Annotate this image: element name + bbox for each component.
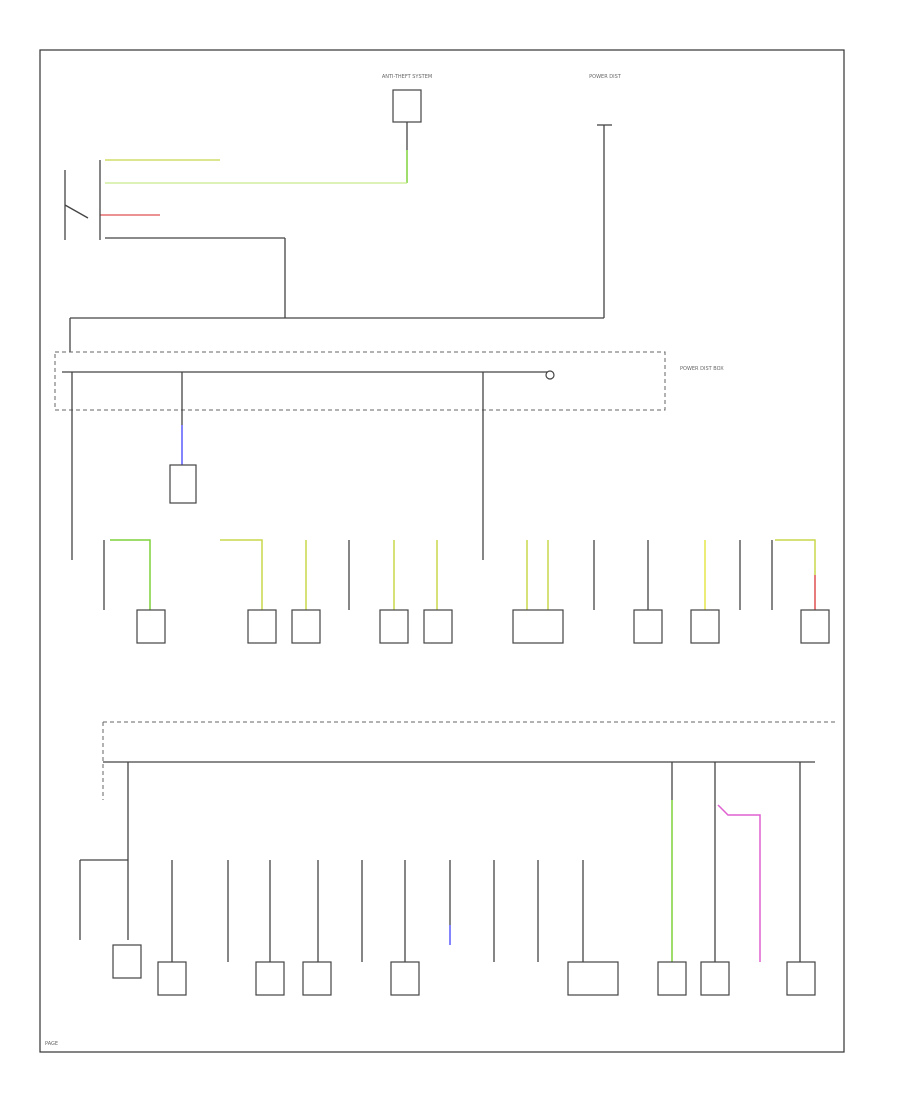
power-dist-label: POWER DIST bbox=[589, 74, 622, 80]
anti-theft-label: ANTI-THEFT SYSTEM bbox=[382, 74, 432, 80]
lower-component-8 bbox=[786, 961, 816, 996]
upper-component-9 bbox=[800, 609, 830, 644]
wire-switch-diag bbox=[64, 204, 89, 219]
upper-component-1 bbox=[136, 609, 166, 644]
lower-component-6 bbox=[657, 961, 687, 996]
diagram-border bbox=[39, 49, 845, 1053]
upper-component-5 bbox=[423, 609, 453, 644]
fuse-box-lower bbox=[102, 721, 835, 800]
lower-component-2 bbox=[255, 961, 285, 996]
fuse-box-label: POWER DIST BOX bbox=[680, 366, 724, 372]
lower-component-3 bbox=[302, 961, 332, 996]
page-reference: PAGE bbox=[45, 1041, 58, 1047]
lower-component-7 bbox=[700, 961, 730, 996]
drop-l12-pink bbox=[717, 804, 761, 962]
lower-component-1 bbox=[157, 961, 187, 996]
fuse-box-upper bbox=[54, 351, 666, 411]
lower-first-component bbox=[112, 944, 142, 979]
upper-component-7 bbox=[633, 609, 663, 644]
drop-u2-green bbox=[110, 539, 151, 610]
upper-sensor-box bbox=[169, 464, 197, 504]
anti-theft-connector bbox=[392, 89, 422, 123]
drop-u3-yellow bbox=[220, 539, 263, 610]
upper-component-2 bbox=[247, 609, 277, 644]
lower-component-4 bbox=[390, 961, 420, 996]
upper-component-8 bbox=[690, 609, 720, 644]
lower-component-5 bbox=[567, 961, 619, 996]
drop-u15-yellow bbox=[775, 539, 816, 575]
bus-end-connector bbox=[545, 370, 555, 380]
upper-component-6 bbox=[512, 609, 564, 644]
upper-component-4 bbox=[379, 609, 409, 644]
upper-component-3 bbox=[291, 609, 321, 644]
